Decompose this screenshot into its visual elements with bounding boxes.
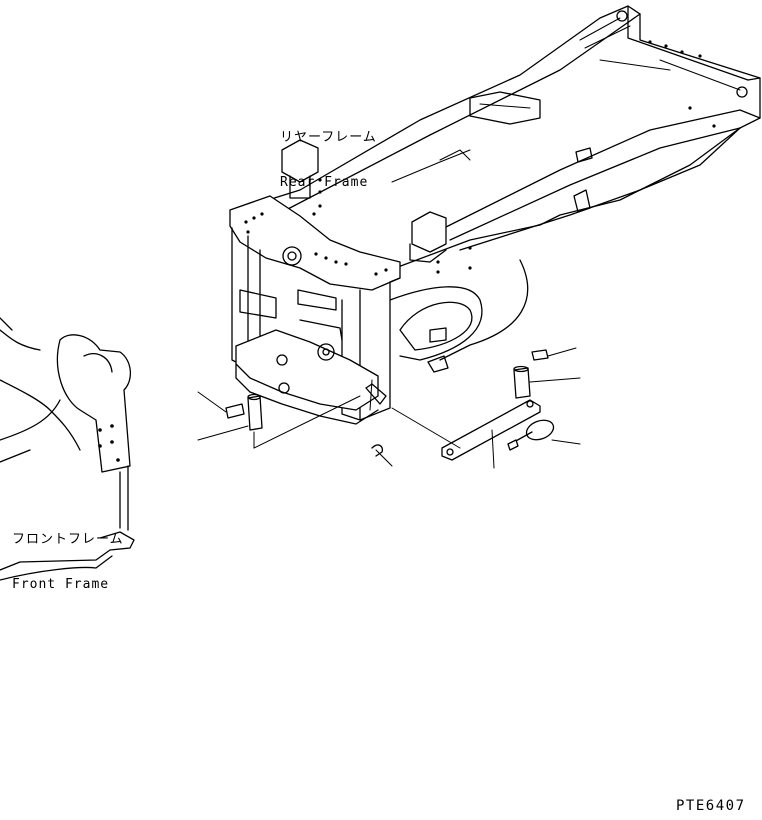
front-frame-label-en: Front Frame — [12, 577, 110, 592]
rear-frame-label-jp: リヤーフレーム — [280, 130, 377, 145]
rear-frame-label-en: Rear Frame — [280, 175, 369, 190]
rear-frame-label: リヤーフレーム Rear Frame — [280, 100, 377, 205]
front-frame-label-jp: フロントフレーム — [12, 532, 124, 547]
front-frame — [0, 317, 135, 581]
rear-frame — [229, 5, 761, 425]
front-frame-label: フロントフレーム Front Frame — [12, 502, 124, 607]
drawing-code: PTE6407 — [676, 798, 746, 814]
lock-parts — [197, 347, 581, 469]
